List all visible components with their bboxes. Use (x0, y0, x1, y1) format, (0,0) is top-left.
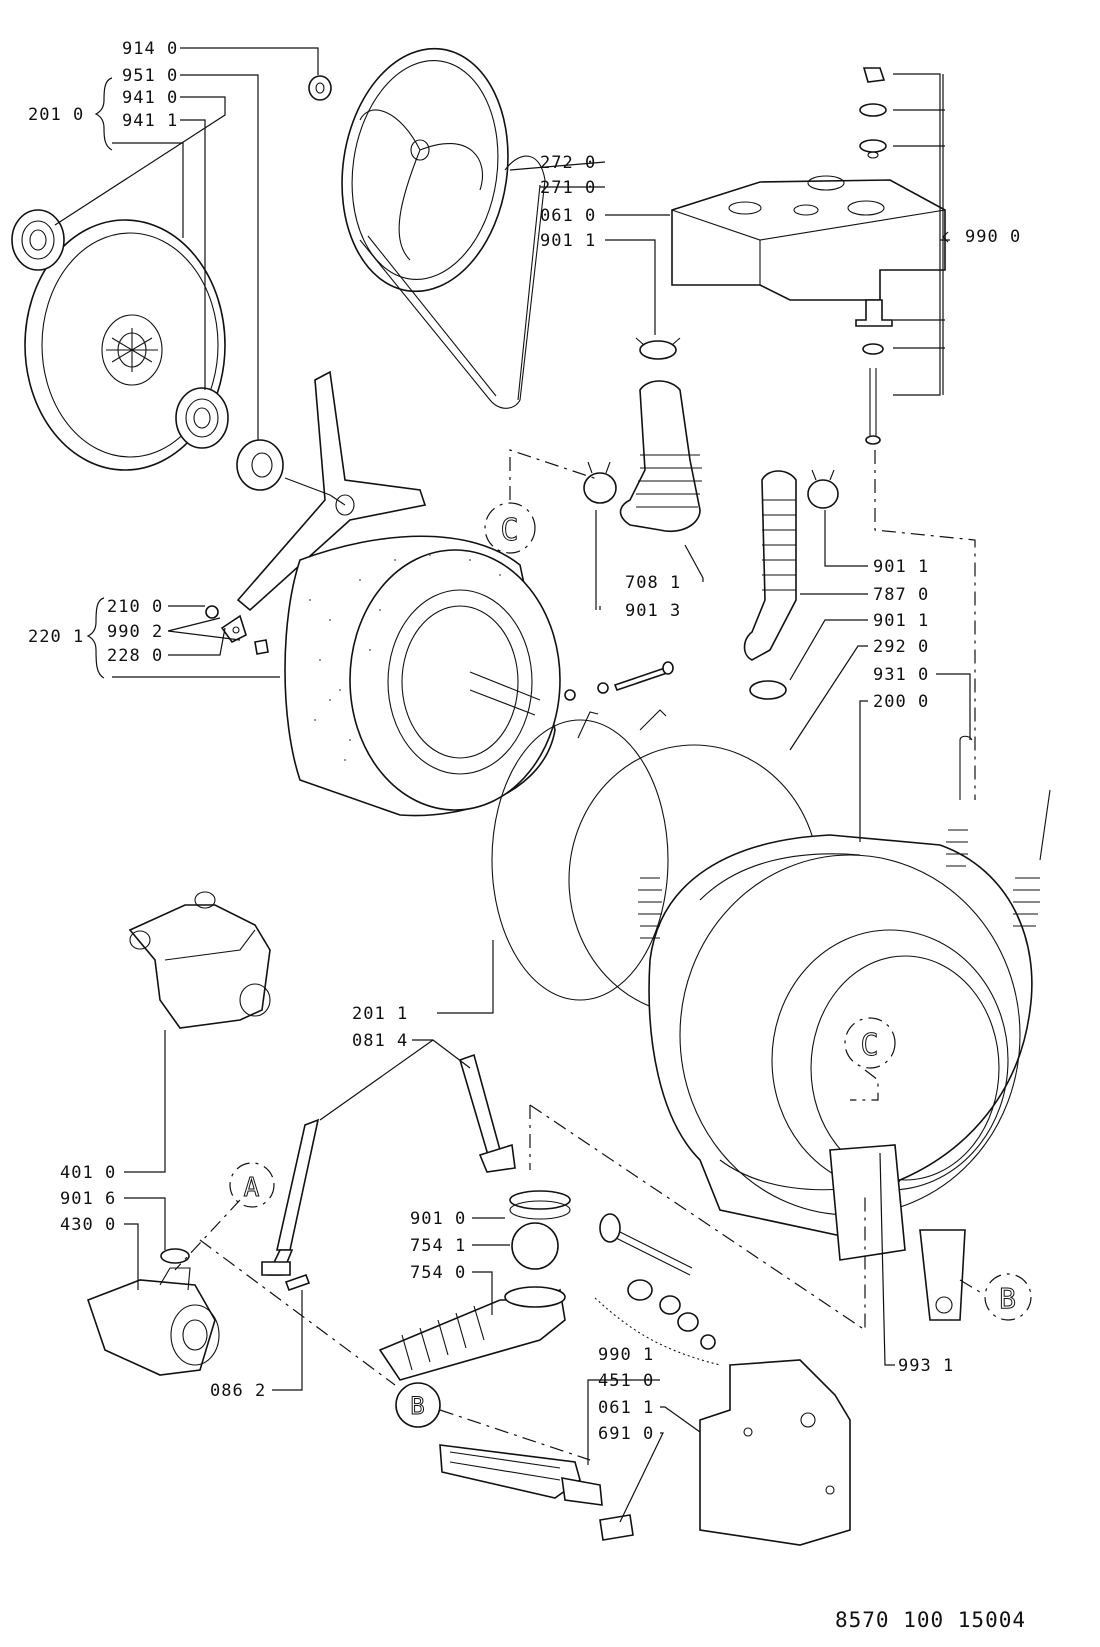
label-272-0: 272 0 (540, 153, 596, 173)
shock-absorber-right (459, 1053, 516, 1173)
label-990-0: 990 0 (965, 227, 1021, 247)
reference-c-tub: C (860, 1028, 879, 1063)
washer-tub-200-0 (648, 834, 1033, 1321)
label-228-0: 228 0 (107, 646, 163, 666)
cover-061-1 (699, 1359, 851, 1546)
leader-lines (54, 47, 971, 1523)
drawing-code: 8570 100 15004 (835, 1608, 1026, 1632)
clamp-901-1c (749, 680, 787, 700)
drum-bolt (564, 661, 674, 701)
reference-circle-c-tub: C (844, 1017, 896, 1069)
ntc-691-0 (599, 1514, 634, 1541)
label-430-0: 430 0 (60, 1215, 116, 1235)
clamp-901-1b (807, 469, 839, 509)
label-993-1: 993 1 (898, 1356, 954, 1376)
heater-fixing-990-1 (599, 1213, 716, 1350)
label-451-0: 451 0 (598, 1371, 654, 1391)
shock-absorber-left (261, 1118, 320, 1276)
clamp-901-0 (509, 1190, 571, 1220)
reference-circle-b-bottom: B (395, 1382, 441, 1428)
label-901-3: 901 3 (625, 601, 681, 621)
drain-pump-401-0 (128, 891, 271, 1029)
drum-spider (236, 370, 427, 612)
heater-451-0 (439, 1444, 603, 1506)
screw-210-0 (205, 605, 219, 619)
label-901-1-low: 901 1 (873, 611, 929, 631)
label-708-1: 708 1 (625, 573, 681, 593)
label-210-0: 210 0 (107, 597, 163, 617)
seal-951-0 (236, 439, 284, 491)
label-941-1: 941 1 (122, 111, 178, 131)
sump-hose-787-0 (743, 470, 797, 661)
nut-914-0 (308, 75, 332, 101)
reference-circle-c-left: C (484, 502, 536, 554)
label-201-1: 201 1 (352, 1004, 408, 1024)
label-901-6: 901 6 (60, 1189, 116, 1209)
washing-drum (284, 535, 561, 817)
clamp-901-1 (635, 337, 681, 360)
label-787-0: 787 0 (873, 585, 929, 605)
reference-b-bottom: B (410, 1392, 425, 1420)
reference-c-left: C (500, 513, 519, 548)
pin-086-2 (284, 1273, 311, 1292)
reference-lines (174, 449, 986, 1461)
group-brace-201-0 (94, 77, 113, 151)
label-754-1: 754 1 (410, 1236, 466, 1256)
label-061-1: 061 1 (598, 1398, 654, 1418)
group-brace-990-0 (942, 74, 949, 395)
rear-tub-shell (24, 219, 226, 471)
part-labels: 914 0 951 0 941 0 941 1 201 0 272 0 271 … (28, 39, 1021, 1444)
pump-430-0 (86, 1267, 220, 1376)
washer-990-2 (220, 614, 247, 644)
bearing-941-1 (175, 387, 229, 449)
label-200-0: 200 0 (873, 692, 929, 712)
drum-perforation (309, 554, 501, 761)
label-990-1: 990 1 (598, 1345, 654, 1365)
label-401-0: 401 0 (60, 1163, 116, 1183)
reference-circle-a: A (229, 1162, 275, 1208)
label-990-2: 990 2 (107, 622, 163, 642)
label-271-0: 271 0 (540, 178, 596, 198)
suspension-springs (638, 735, 1051, 939)
reference-b-right: B (999, 1282, 1017, 1315)
label-901-0: 901 0 (410, 1209, 466, 1229)
reference-a: A (244, 1173, 261, 1203)
label-086-2: 086 2 (210, 1381, 266, 1401)
label-061-0: 061 0 (540, 206, 596, 226)
label-754-0: 754 0 (410, 1263, 466, 1283)
label-201-0: 201 0 (28, 105, 84, 125)
dispenser-hardware (855, 67, 893, 445)
wavy-background-cutout (594, 1297, 721, 1366)
label-901-1-mid: 901 1 (873, 557, 929, 577)
drum-pulley (341, 47, 509, 293)
clamp-901-6 (160, 1248, 190, 1264)
group-brace-220-1 (86, 597, 105, 679)
bolt-228-0 (254, 639, 269, 655)
label-081-4: 081 4 (352, 1031, 408, 1051)
drive-belt (359, 155, 546, 409)
bearing-941-0 (11, 209, 65, 271)
clamp-901-3 (583, 461, 617, 504)
reference-circle-b-right: B (984, 1273, 1032, 1321)
label-901-1-top: 901 1 (540, 231, 596, 251)
label-691-0: 691 0 (598, 1424, 654, 1444)
detergent-dispenser (671, 175, 946, 301)
label-931-0: 931 0 (873, 665, 929, 685)
label-220-1: 220 1 (28, 627, 84, 647)
label-951-0: 951 0 (122, 66, 178, 86)
label-914-0: 914 0 (122, 39, 178, 59)
label-292-0: 292 0 (873, 637, 929, 657)
ball-754-1 (511, 1222, 559, 1270)
sump-754-0 (378, 1286, 566, 1381)
dispenser-hose-708-1 (619, 380, 702, 532)
label-941-0: 941 0 (122, 88, 178, 108)
